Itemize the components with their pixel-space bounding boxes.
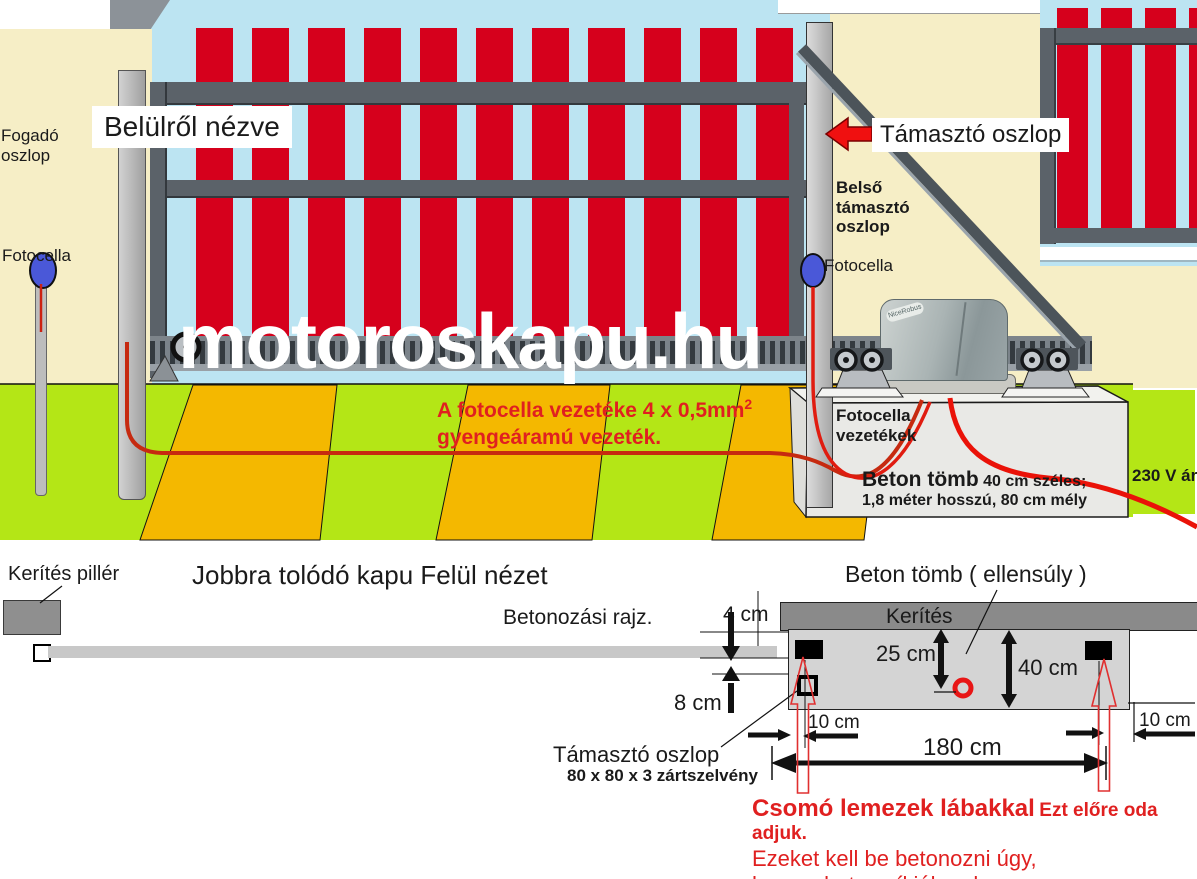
- concrete-block-title: Beton tömb: [862, 468, 979, 491]
- fence-plan-label: Kerítés: [886, 605, 953, 628]
- inner-support-post-label: Belső támasztó oszlop: [836, 178, 910, 237]
- photocell-wires-label: Fotocella vezetékek: [836, 406, 917, 445]
- gate-right-frame: [789, 82, 804, 340]
- right-fence-top-bar: [1040, 28, 1197, 45]
- photocell-right: [800, 253, 826, 288]
- gate-left-frame: [150, 82, 167, 378]
- support-post-label: Támasztó oszlop: [872, 118, 1070, 152]
- concrete-block-spec2: 1,8 méter hosszú, 80 cm mély: [862, 492, 1087, 510]
- concrete-block-plan: [788, 629, 1130, 710]
- gate-top-bar: [150, 82, 806, 105]
- left-wall-cap: [0, 0, 120, 30]
- ground-under-block-mask: [790, 517, 1133, 540]
- gate-bar-plan: [48, 646, 777, 658]
- plan-title: Jobbra tolódó kapu Felül nézet: [192, 560, 548, 590]
- concrete-block-label: Beton tömb 40 cm széles; 1,8 méter hossz…: [862, 468, 1122, 511]
- plan-subtitle: Betonozási rajz.: [503, 606, 653, 629]
- power-label: 230 V áram: [1132, 466, 1197, 485]
- right-wall-cap: [778, 0, 1060, 14]
- dim-25cm-label: 25 cm: [876, 641, 936, 666]
- dim-4cm-label: 4 cm: [723, 603, 769, 626]
- fence-pillar-plan: [3, 600, 61, 635]
- photocell-left-label: Fotocella: [2, 246, 71, 265]
- cable-note-main: A fotocella vezetéke 4 x 0,5mm: [437, 399, 745, 422]
- plan-note-bold: Csomó lemezek lábakkal: [752, 795, 1035, 822]
- right-fence-sill: [1040, 247, 1197, 262]
- photocell-left: [29, 252, 57, 289]
- watermark-text: motoroskapu.hu: [178, 297, 763, 385]
- plan-note-line2: Ezeket kell be betonozni úgy,: [752, 845, 1037, 871]
- cable-note-sup: 2: [744, 396, 753, 412]
- counterweight-label: Beton tömb ( ellensúly ): [845, 561, 1087, 587]
- gate-middle-bar: [166, 180, 806, 198]
- dim-8cm-label: 8 cm: [674, 690, 722, 715]
- right-green-strip: [1133, 390, 1195, 514]
- view-label: Belülről nézve: [92, 106, 292, 149]
- cable-note: A fotocella vezetéke 4 x 0,5mm2 gyengeár…: [437, 395, 752, 452]
- dim-10cm-right-label: 10 cm: [1139, 710, 1191, 731]
- dim-10cm-left-label: 10 cm: [808, 712, 860, 733]
- plan-note-line3: hogy a beton síkjában legyen.: [752, 872, 1044, 879]
- concrete-block-spec1: 40 cm széles;: [983, 473, 1087, 490]
- plan-note: Csomó lemezek lábakkal Ezt előre oda adj…: [752, 795, 1197, 879]
- dim-40cm-label: 40 cm: [1018, 655, 1078, 680]
- photocell-left-stand: [35, 282, 47, 496]
- plan-support-post-spec: 80 x 80 x 3 zártszelvény: [567, 766, 758, 785]
- photocell-right-label: Fotocella: [824, 256, 893, 275]
- plan-note-bold-small: Ezt előre oda adjuk.: [752, 800, 1158, 845]
- dim-180cm-label: 180 cm: [923, 734, 1002, 761]
- plan-support-post-label: Támasztó oszlop: [553, 742, 720, 767]
- fence-pillar-label: Kerítés pillér: [8, 563, 120, 585]
- cable-note-line2: gyengeáramú vezeték.: [437, 426, 662, 450]
- fence-bar-plan: [780, 602, 1197, 631]
- right-fence-bottom-bar: [1040, 228, 1197, 243]
- receiver-post-label: Fogadó oszlop: [1, 126, 59, 165]
